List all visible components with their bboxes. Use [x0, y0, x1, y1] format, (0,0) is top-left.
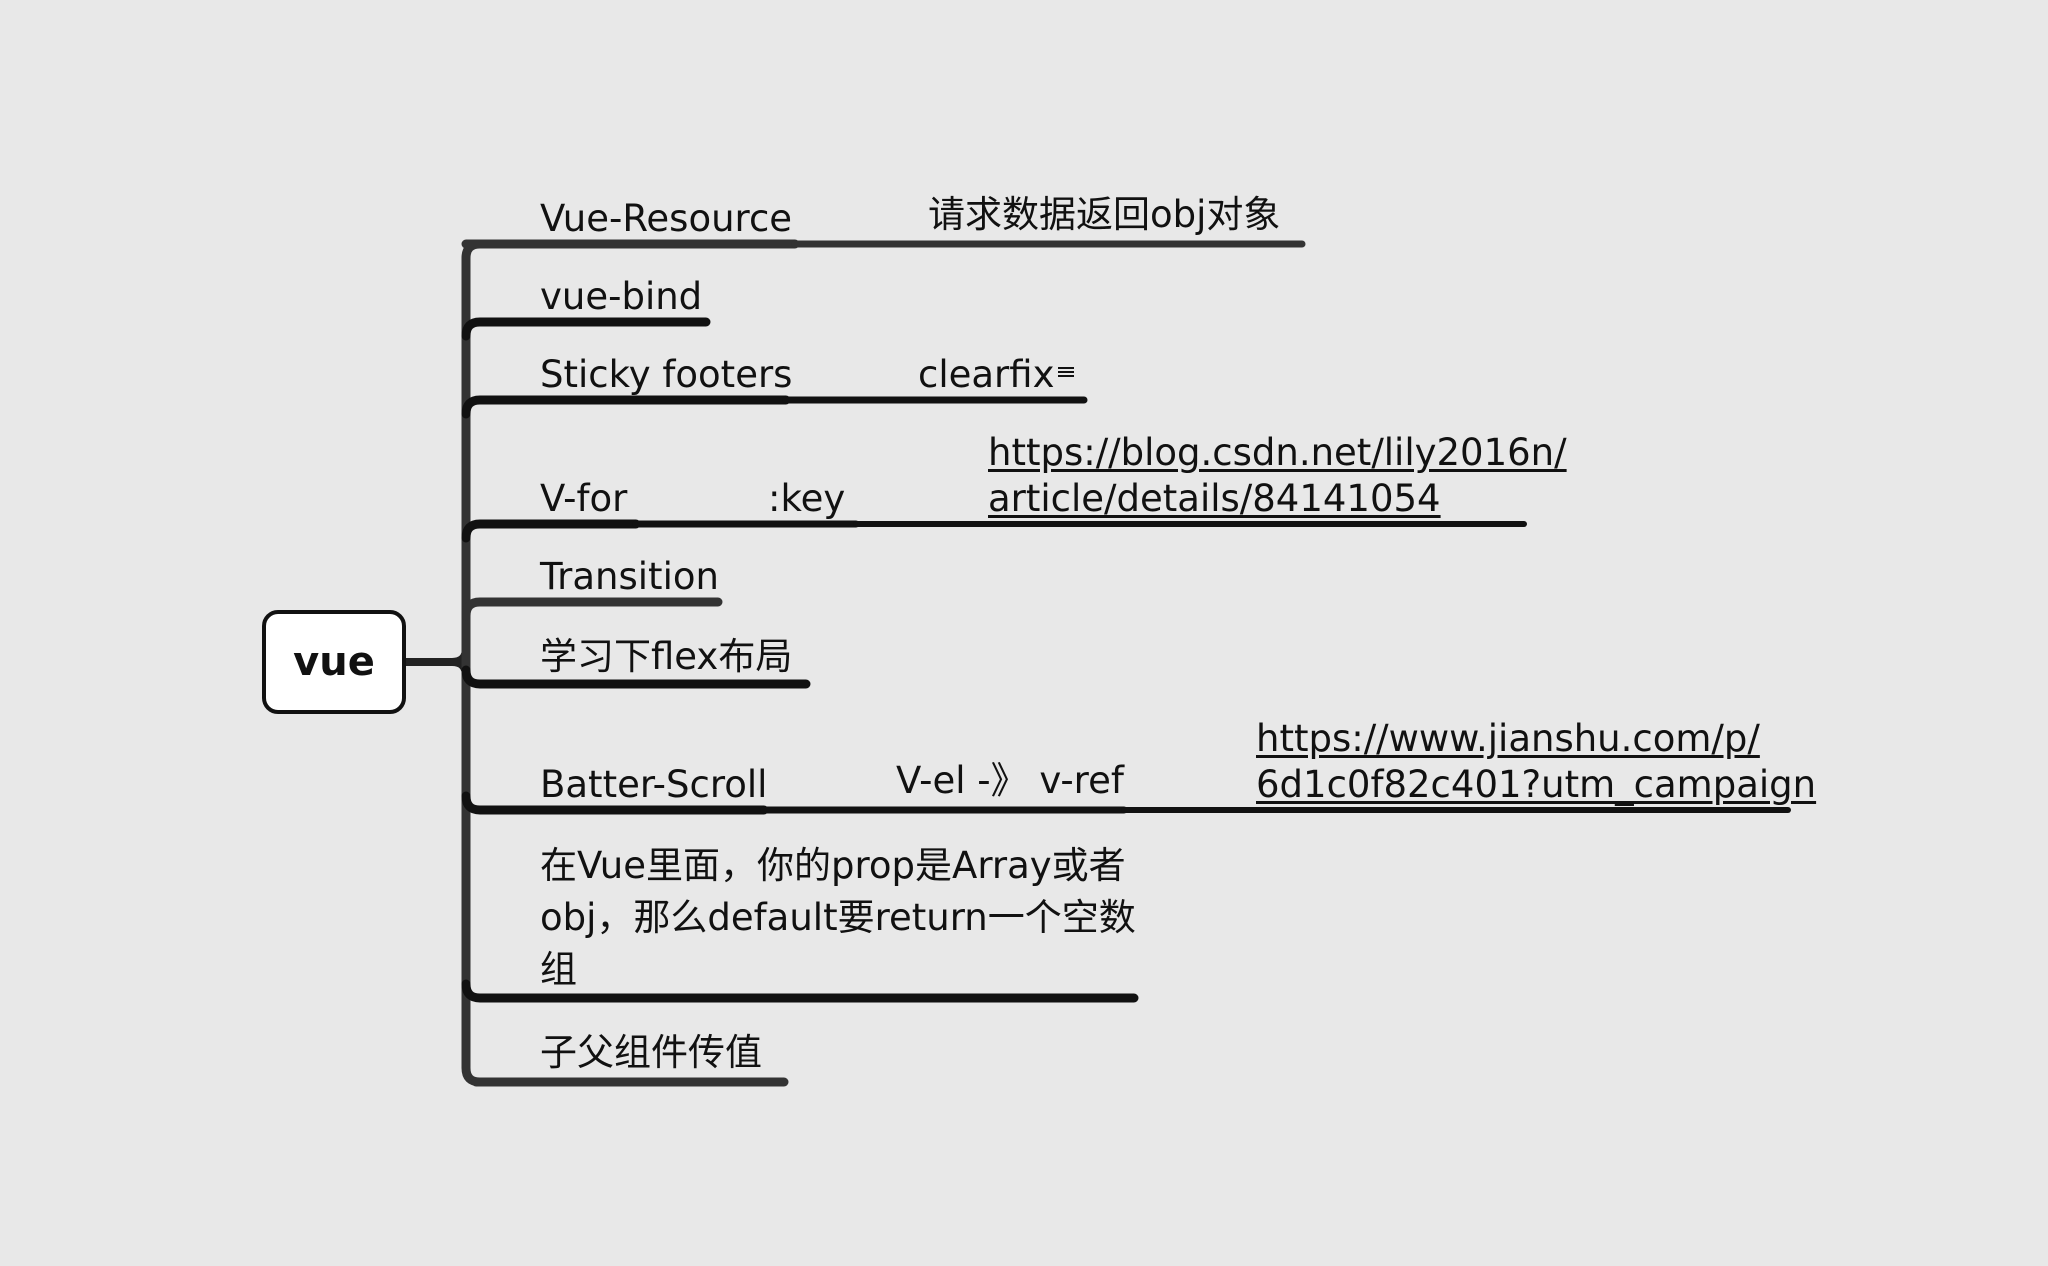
branch-underline-transition — [461, 597, 723, 621]
child-label-clearfix[interactable]: clearfix — [918, 353, 1055, 396]
branch-label-prop-line-3[interactable]: 组 — [540, 948, 577, 991]
branch-label-v-for[interactable]: V-for — [540, 477, 628, 520]
child-label-v-el-v-ref[interactable]: V-el -》 v-ref — [896, 759, 1124, 802]
branch-label-vue-bind[interactable]: vue-bind — [540, 275, 703, 318]
link-jianshu-line-1[interactable]: https://www.jianshu.com/p/ — [1256, 717, 1760, 760]
branch-label-parent-child[interactable]: 子父组件传值 — [540, 1031, 762, 1074]
branch-underline-prop-array — [461, 979, 1139, 1003]
branch-label-sticky-footers[interactable]: Sticky footers — [540, 353, 793, 396]
branch-label-flex[interactable]: 学习下flex布局 — [540, 635, 793, 678]
note-icon[interactable] — [1058, 367, 1074, 381]
link-jianshu-line-2[interactable]: 6d1c0f82c401?utm_campaign — [1256, 763, 1817, 806]
branch-label-prop-line-1[interactable]: 在Vue里面，你的prop是Array或者 — [540, 844, 1126, 887]
branch-underline-batter-scroll — [461, 791, 769, 815]
spine-line — [461, 239, 485, 1087]
branch-underline-v-for — [461, 519, 641, 543]
branch-underline-flex — [461, 665, 811, 689]
child-label-key[interactable]: :key — [768, 477, 846, 520]
link-csdn-line-2[interactable]: article/details/84141054 — [988, 477, 1441, 520]
branch-underline-vue-bind — [461, 317, 711, 341]
branch-underline-sticky-footers — [461, 395, 791, 419]
branch-label-prop-line-2[interactable]: obj，那么default要return一个空数 — [540, 896, 1136, 939]
root-node-vue[interactable]: vue — [262, 610, 406, 714]
branch-label-batter-scroll[interactable]: Batter-Scroll — [540, 763, 768, 806]
link-csdn-line-1[interactable]: https://blog.csdn.net/lily2016n/ — [988, 431, 1567, 474]
branch-label-vue-resource[interactable]: Vue-Resource — [540, 197, 793, 240]
branch-label-transition[interactable]: Transition — [540, 555, 719, 598]
child-label-request-data[interactable]: 请求数据返回obj对象 — [928, 193, 1281, 236]
